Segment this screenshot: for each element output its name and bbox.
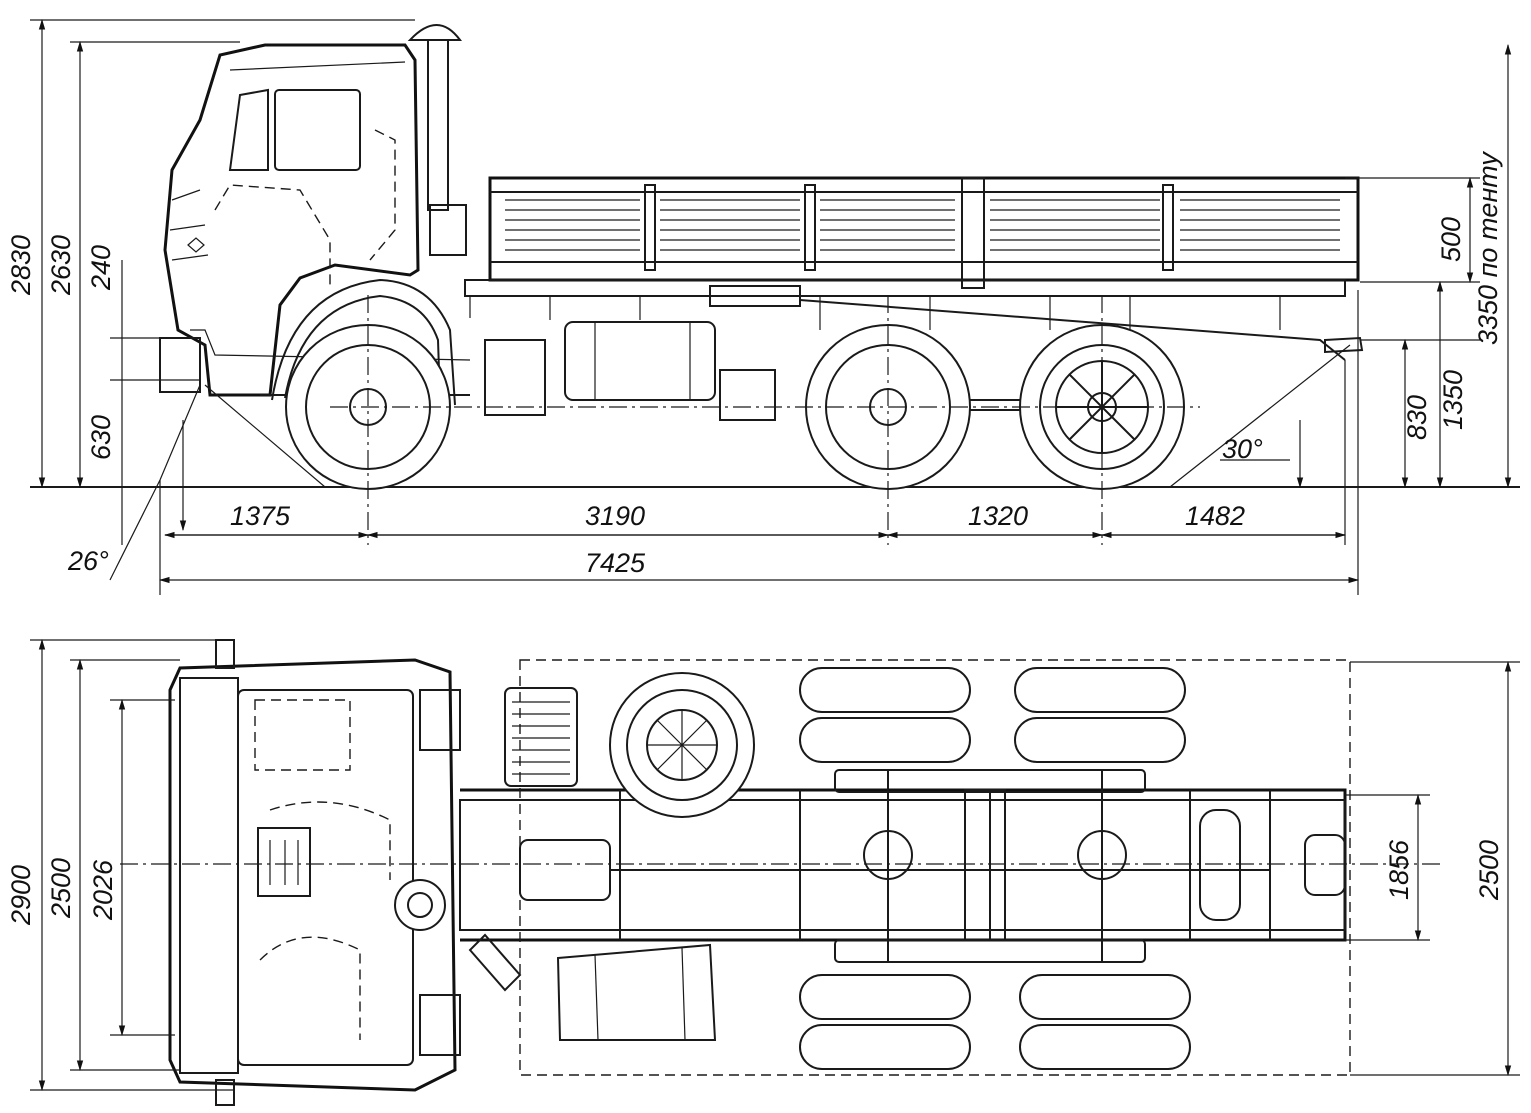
dim-2026: 2026 xyxy=(88,859,118,921)
dim-1375: 1375 xyxy=(230,501,291,531)
dim-1856: 1856 xyxy=(1384,839,1414,900)
spare-wheel xyxy=(609,672,755,818)
side-dimension-lines xyxy=(30,18,1512,595)
dim-500: 500 xyxy=(1436,217,1466,262)
dim-2500-platform: 2500 xyxy=(1474,840,1504,901)
angle-26: 26° xyxy=(67,546,109,576)
dim-2500-cab: 2500 xyxy=(46,858,76,919)
angle-30: 30° xyxy=(1222,434,1263,464)
dim-2630: 2630 xyxy=(46,235,76,296)
dim-2900: 2900 xyxy=(6,865,36,926)
truck-top-view-icon xyxy=(120,639,1440,1106)
dim-630: 630 xyxy=(86,415,116,460)
dim-830: 830 xyxy=(1402,395,1432,440)
dual-tires xyxy=(799,667,1191,1070)
dim-240: 240 xyxy=(86,245,116,291)
dim-2830: 2830 xyxy=(6,235,36,296)
dim-1482: 1482 xyxy=(1185,501,1245,531)
top-dimension-lines xyxy=(30,638,1520,1092)
dim-1320: 1320 xyxy=(968,501,1028,531)
dim-7425: 7425 xyxy=(585,548,646,578)
dim-3350-tent: 3350 по тенту xyxy=(1473,151,1503,345)
dim-3190: 3190 xyxy=(585,501,645,531)
dim-1350: 1350 xyxy=(1438,370,1468,430)
truck-side-view-icon xyxy=(30,24,1520,545)
